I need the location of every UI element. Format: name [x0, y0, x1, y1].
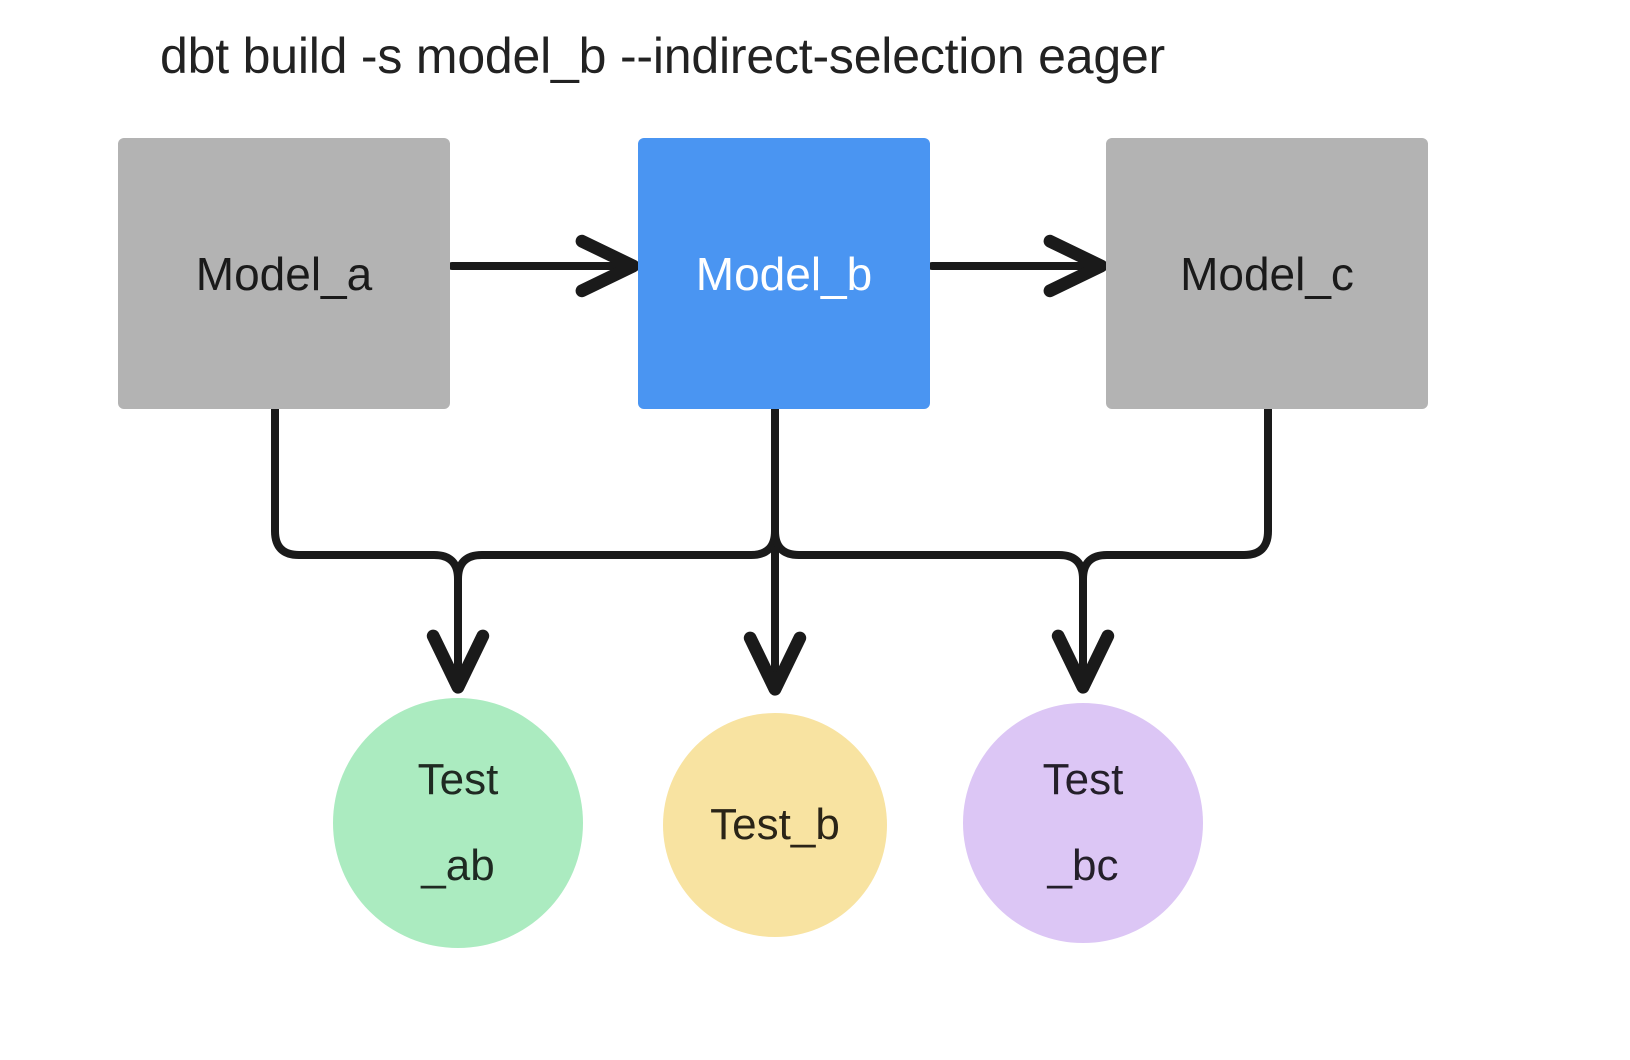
- node-test-ab-label-line2: _ab: [421, 841, 495, 890]
- node-model-c-label: Model_c: [1180, 247, 1354, 300]
- node-test-bc-label-line2: _bc: [1047, 841, 1119, 890]
- edge-model-b-to-test-ab: [454, 405, 779, 583]
- node-test-bc-label-line1: Test: [1042, 755, 1124, 804]
- node-test-ab[interactable]: Test _ab: [333, 698, 583, 948]
- edge-model-a-to-test-ab: [271, 405, 490, 694]
- edge-model-c-to-test-bc: [1079, 405, 1272, 583]
- node-test-ab-label-line1: Test: [417, 755, 499, 804]
- node-model-a[interactable]: Model_a: [118, 138, 450, 409]
- edge-model-b-to-test-bc: [771, 405, 1115, 694]
- node-test-bc[interactable]: Test _bc: [963, 703, 1203, 943]
- node-test-b-label-line1: Test_b: [710, 800, 840, 849]
- node-model-b-label: Model_b: [695, 247, 873, 300]
- node-model-c[interactable]: Model_c: [1106, 138, 1428, 409]
- diagram-title: dbt build -s model_b --indirect-selectio…: [160, 28, 1166, 84]
- node-model-b[interactable]: Model_b: [638, 138, 930, 409]
- node-model-a-label: Model_a: [195, 247, 373, 300]
- node-test-b[interactable]: Test_b: [663, 713, 887, 937]
